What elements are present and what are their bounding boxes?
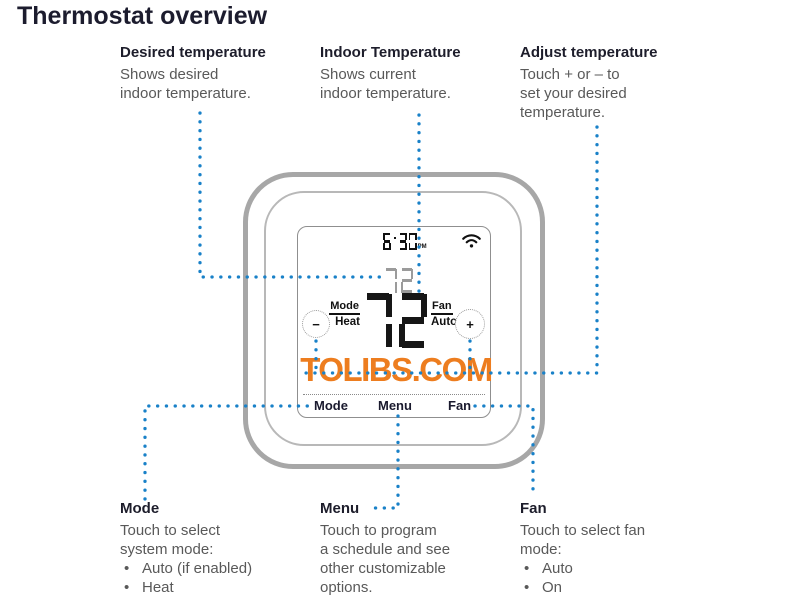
callout-body: Touch to select system mode: [120,522,221,558]
callout-body: Shows desired indoor temperature. [120,66,251,102]
callout-heading: Indoor Temperature [320,44,461,61]
bullet-item: Auto (if enabled) [120,559,310,578]
clock: PM [383,233,427,250]
mode-label: Mode [329,300,360,315]
system-mode-indicator: Mode Heat [329,296,360,328]
watermark: TOLIBS.COM [300,351,493,388]
callout-adjust-temperature: Adjust temperature Touch + or – to set y… [520,44,710,122]
callout-heading: Mode [120,500,160,517]
callout-body: Shows current indoor temperature. [320,66,451,102]
fan-value: Auto [431,316,458,328]
temperature-down-button[interactable]: − [302,310,330,338]
page-title: Thermostat overview [17,2,268,30]
desired-temperature-readout [385,268,413,293]
wifi-icon [461,233,482,254]
callout-body: Touch to program a schedule and see othe… [320,522,451,596]
bullet-item: Heat [120,578,310,597]
bullet-item: On [520,578,710,597]
mode-value: Heat [335,316,360,328]
callout-fan: Fan Touch to select fan mode: Auto On [520,500,710,597]
menu-touch-button[interactable]: Menu [378,398,412,413]
display-separator [303,394,485,395]
clock-meridiem: PM [417,244,427,250]
callout-heading: Adjust temperature [520,44,658,61]
temperature-up-button[interactable]: + [455,309,485,339]
fan-touch-button[interactable]: Fan [448,398,472,413]
callout-menu: Menu Touch to program a schedule and see… [320,500,510,597]
indoor-temperature-readout [364,293,427,348]
clock-time [383,233,417,250]
fan-mode-indicator: Fan Auto [431,296,457,328]
callout-heading: Desired temperature [120,44,266,61]
mode-touch-button[interactable]: Mode [314,398,348,413]
callout-mode: Mode Touch to select system mode: Auto (… [120,500,310,597]
fan-label: Fan [431,300,453,315]
callout-desired-temperature: Desired temperature Shows desired indoor… [120,44,310,103]
callout-body: Touch to select fan mode: [520,522,646,558]
callout-indoor-temperature: Indoor Temperature Shows current indoor … [320,44,510,103]
callout-heading: Fan [520,500,547,517]
bullet-item: Auto [520,559,710,578]
thermostat-display: PM Mode Heat Fan Auto − + Mode Menu [297,226,491,418]
callout-heading: Menu [320,500,360,517]
callout-body: Touch + or – to set your desired tempera… [520,66,627,121]
